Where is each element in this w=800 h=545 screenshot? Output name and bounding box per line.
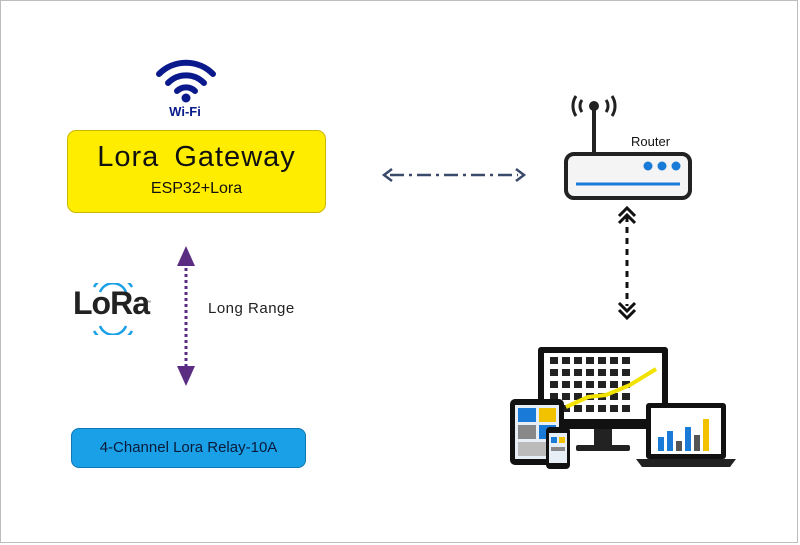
lora-relay-box <box>71 428 306 468</box>
gateway-title: Lora Gateway <box>97 141 296 173</box>
router-devices-connector <box>617 205 637 321</box>
wifi-label: Wi-Fi <box>169 104 201 119</box>
multi-device-dashboard-icon <box>510 347 736 469</box>
gateway-relay-connector <box>177 246 195 386</box>
lora-signal-icon <box>92 283 134 335</box>
router-label: Router <box>631 134 671 149</box>
relay-label: 4-Channel Lora Relay-10A <box>99 439 278 456</box>
lora-trademark: ™ <box>146 300 151 306</box>
long-range-label: Long Range <box>208 300 295 317</box>
wifi-icon <box>156 59 216 103</box>
router-icon <box>564 95 692 200</box>
gateway-subtitle: ESP32+Lora <box>150 180 243 197</box>
gateway-router-connector <box>381 168 527 182</box>
lora-gateway-box <box>67 130 326 213</box>
lora-logo-text: LoRa <box>73 285 150 321</box>
